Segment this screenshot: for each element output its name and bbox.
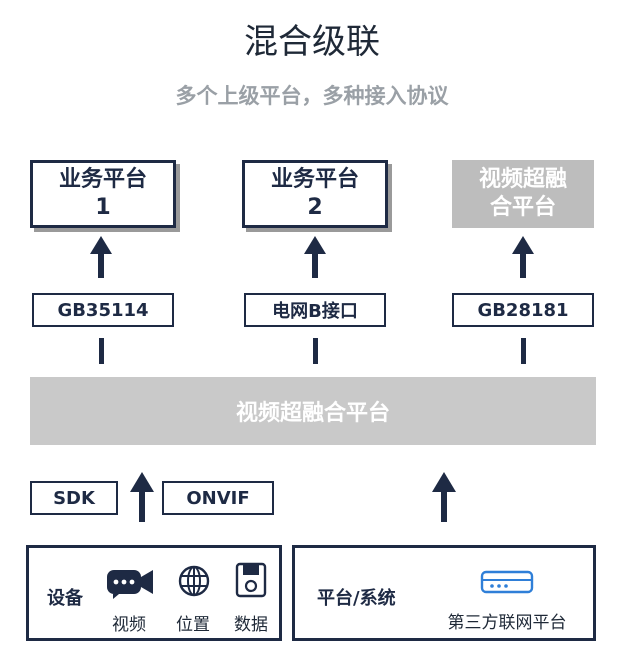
- protocol-box-gb28181: GB28181: [452, 293, 594, 327]
- diagram-subtitle: 多个上级平台，多种接入协议: [175, 84, 449, 108]
- devices-label: 设备: [47, 588, 83, 609]
- system-caption-third-party: 第三方联网平台: [447, 613, 567, 633]
- connector-line: [521, 338, 526, 364]
- arrow-up-icon: [512, 236, 534, 278]
- video-camera-icon: [107, 570, 153, 599]
- arrow-up-icon: [130, 472, 154, 522]
- video-fusion-upper-box: 视频超融 合平台: [452, 160, 594, 228]
- device-caption-location: 位置: [176, 615, 210, 635]
- business-platform-1-label: 业务平台 1: [58, 167, 147, 220]
- connector-line: [313, 338, 318, 364]
- diagram-title: 混合级联: [244, 22, 380, 62]
- devices-panel: 设备 视频 位置 数据: [26, 545, 282, 641]
- business-platform-1-box: 业务平台 1: [30, 160, 176, 228]
- device-caption-video: 视频: [112, 615, 146, 635]
- protocol-box-onvif: ONVIF: [162, 481, 274, 515]
- protocol-box-gb35114: GB35114: [32, 293, 174, 327]
- systems-label: 平台/系统: [317, 588, 396, 609]
- device-caption-data: 数据: [234, 615, 268, 635]
- floppy-disk-icon: [235, 562, 267, 598]
- globe-icon: [178, 565, 210, 597]
- video-fusion-upper-label: 视频超融 合平台: [478, 167, 567, 220]
- server-device-icon: [480, 570, 534, 594]
- protocol-box-grid-b: 电网B接口: [244, 293, 386, 327]
- business-platform-2-label: 业务平台 2: [270, 167, 359, 220]
- arrow-up-icon: [90, 236, 112, 278]
- central-fusion-platform: 视频超融合平台: [30, 377, 596, 445]
- business-platform-2-box: 业务平台 2: [242, 160, 388, 228]
- arrow-up-icon: [304, 236, 326, 278]
- arrow-up-icon: [432, 472, 456, 522]
- systems-panel: 平台/系统 第三方联网平台: [292, 545, 596, 641]
- central-fusion-platform-label: 视频超融合平台: [235, 401, 390, 426]
- connector-line: [99, 338, 104, 364]
- protocol-box-sdk: SDK: [30, 481, 118, 515]
